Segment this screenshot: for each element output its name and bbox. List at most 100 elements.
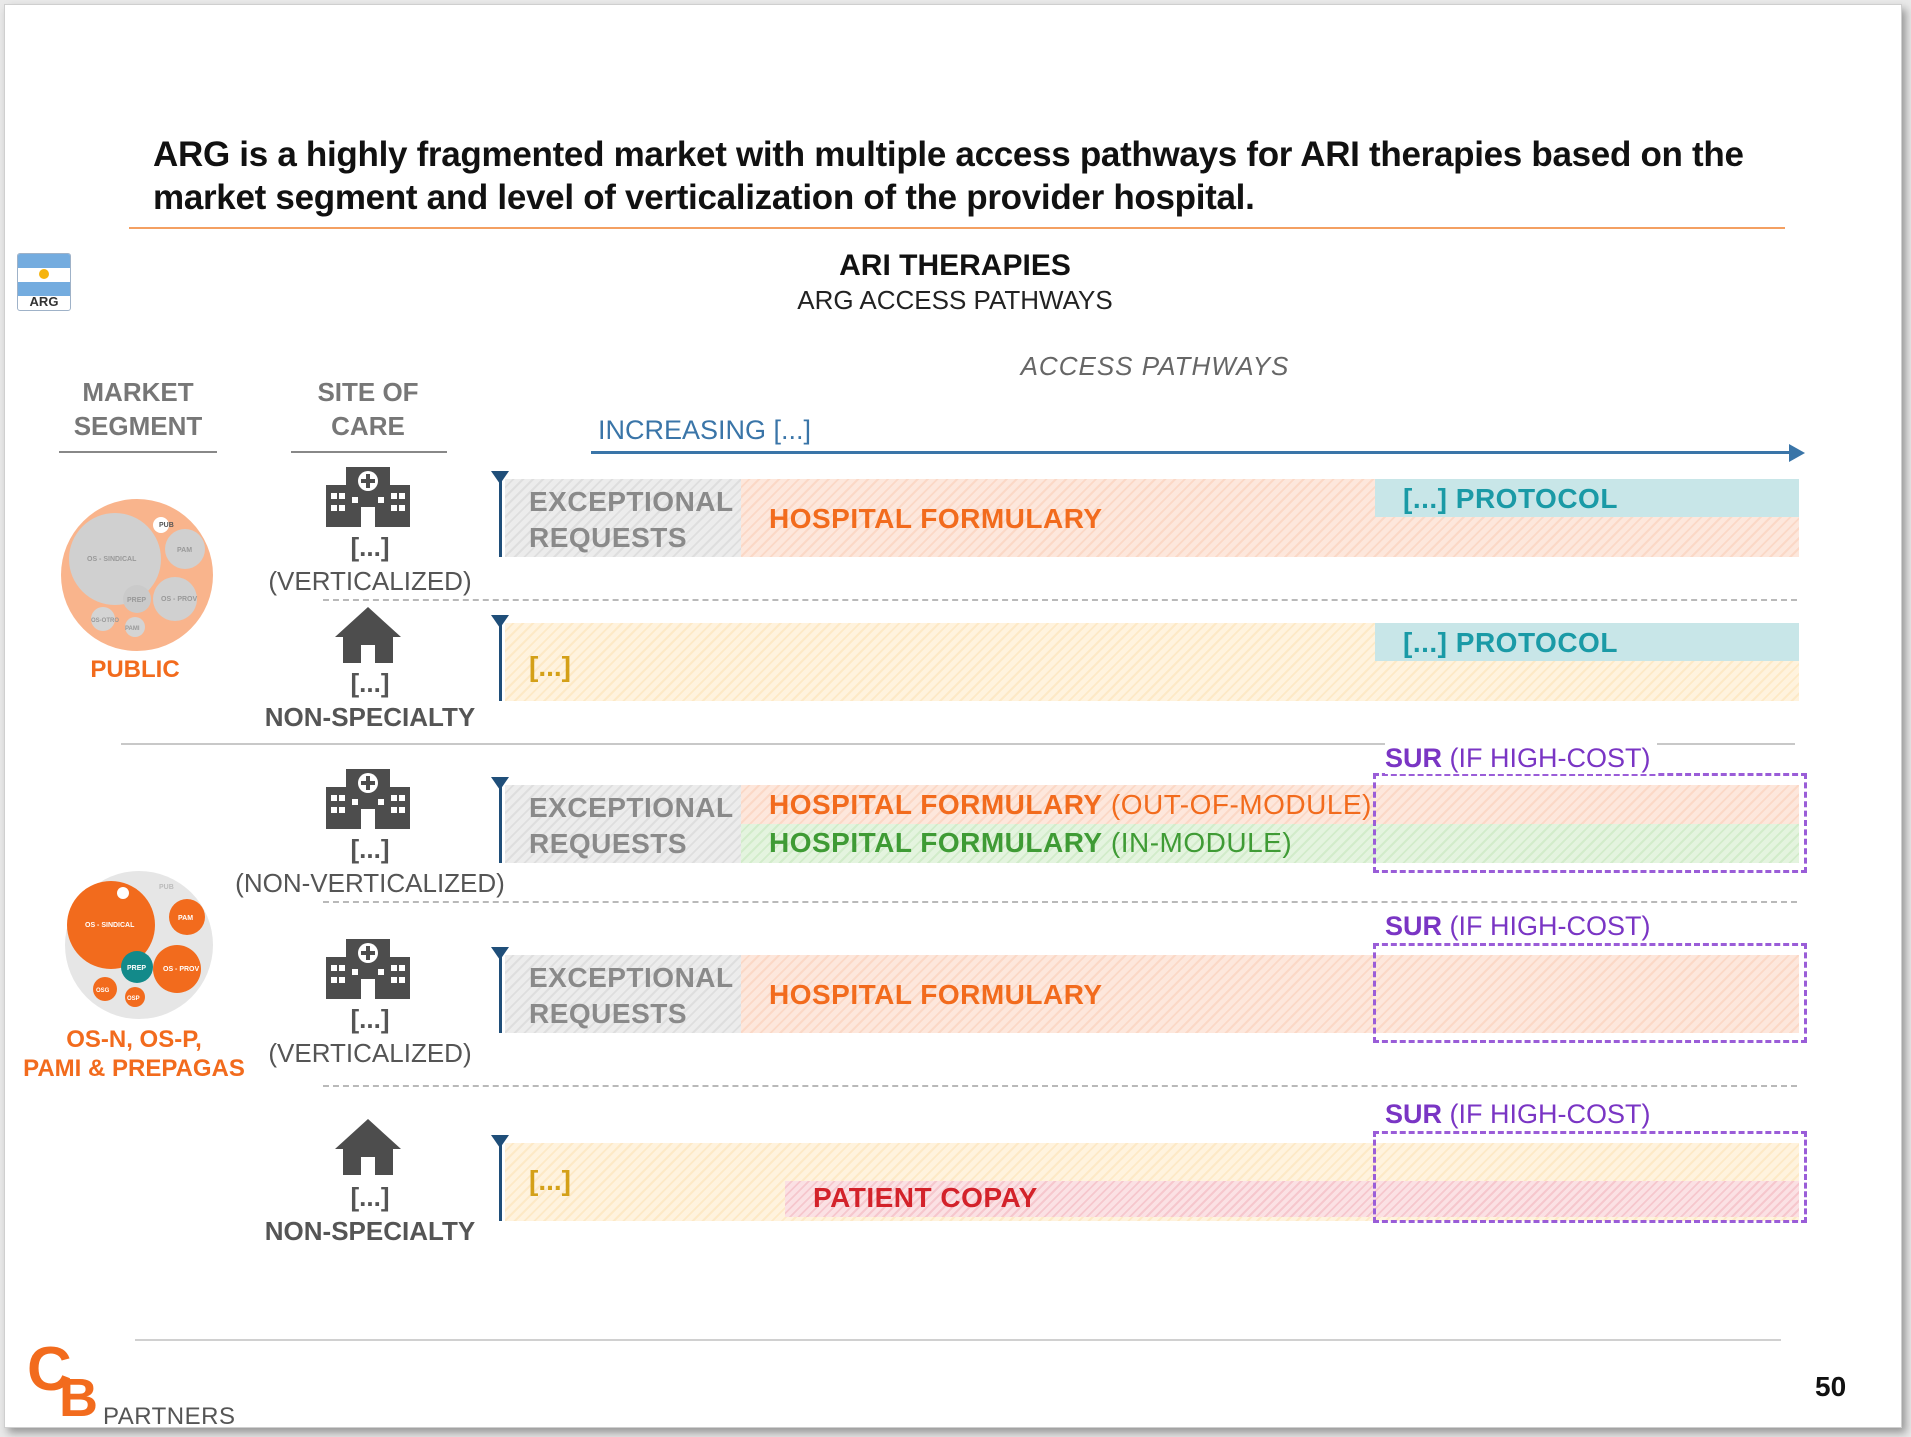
- antenna-top: [491, 471, 509, 484]
- page-number: 50: [1815, 1371, 1847, 1402]
- site-label: (NON-VERTICALIZED): [235, 868, 505, 898]
- house-icon: [335, 607, 401, 663]
- bubble: [121, 951, 153, 983]
- antenna-icon: [499, 951, 502, 1033]
- logo-letter-c: C: [27, 1335, 72, 1404]
- site-label: [...]: [350, 834, 390, 864]
- protocol-band: [1375, 623, 1799, 661]
- ellipsis-label: [...]: [529, 1165, 571, 1196]
- bubble: [153, 517, 169, 533]
- hospital-icon: [326, 769, 410, 829]
- chart-heading: ARI THERAPIES: [839, 249, 1071, 282]
- public-segment-bubbles: PUB OS - SINDICAL PAM OS - PROV PREP OS-…: [61, 499, 213, 651]
- bubble-label: OS-OTRO: [91, 618, 119, 624]
- hospital-icon: [326, 467, 410, 527]
- bubble: [93, 977, 117, 1001]
- bubble: [125, 617, 145, 637]
- antenna-top: [491, 615, 509, 628]
- market-segment-header: MARKET SEGMENT: [73, 377, 203, 441]
- bubble: [67, 881, 155, 969]
- hospital-icon: [326, 939, 410, 999]
- slide: ARG is a highly fragmented market with m…: [4, 4, 1902, 1428]
- bubble: [125, 987, 145, 1007]
- bubble-label: PUB: [159, 522, 174, 529]
- site-label: (VERTICALIZED): [268, 1038, 472, 1068]
- site-label: [...]: [350, 1004, 390, 1034]
- antenna-top: [491, 947, 509, 960]
- chart-subheading: ARG ACCESS PATHWAYS: [797, 285, 1113, 315]
- site-label: [...]: [350, 668, 390, 698]
- exceptional-requests-band: [505, 479, 741, 557]
- bubble: [69, 513, 161, 605]
- bubble-label: OSG: [96, 988, 110, 994]
- site-of-care-header: SITE OF CARE: [317, 377, 419, 441]
- house-icon: [335, 1119, 401, 1175]
- sur-box: [1373, 943, 1807, 1043]
- bubble: [169, 899, 205, 935]
- hospital-formulary-label: HOSPITAL FORMULARY: [769, 979, 1103, 1010]
- antenna-icon: [499, 475, 502, 557]
- sur-box: [1373, 1131, 1807, 1223]
- patient-copay-band: [785, 1181, 1799, 1217]
- title-divider: [129, 227, 1785, 229]
- segment-label-private: OS-N, OS-P,PAMI & PREPAGAS: [23, 1026, 245, 1082]
- arrow-head-icon: [1789, 444, 1805, 462]
- sur-label: SUR (IF HIGH-COST): [1385, 743, 1657, 774]
- row-divider: [323, 1085, 1797, 1087]
- site-label: [...]: [350, 532, 390, 562]
- slide-title: ARG is a highly fragmented market with m…: [153, 135, 1744, 217]
- sur-label: SUR (IF HIGH-COST): [1385, 1099, 1657, 1130]
- bubble: [123, 585, 151, 613]
- antenna-top: [491, 777, 509, 790]
- argentina-flag-icon: ARG: [17, 253, 71, 311]
- row-divider: [323, 599, 1797, 601]
- hospital-formulary-label: HOSPITAL FORMULARY: [769, 503, 1103, 534]
- bubble-label: PAM: [178, 915, 193, 922]
- patient-copay-label: PATIENT COPAY: [813, 1182, 1038, 1213]
- bubble-label: PUB: [159, 884, 174, 891]
- bubble: [165, 529, 205, 569]
- bubble-label: PAM: [177, 547, 192, 554]
- sur-label: SUR (IF HIGH-COST): [1385, 911, 1657, 942]
- hospital-formulary-out-label: HOSPITAL FORMULARY (OUT-OF-MODULE): [769, 789, 1372, 820]
- site-label: NON-SPECIALTY: [264, 1216, 476, 1246]
- antenna-icon: [499, 781, 502, 863]
- hospital-formulary-out-band: [741, 785, 1799, 824]
- bubble: [153, 945, 201, 993]
- bubble-label: PAMI: [125, 626, 140, 632]
- private-segment-bubbles: PUB OS - SINDICAL PAM OS - PROV PREP OSG…: [65, 871, 213, 1019]
- site-of-care-rule: [291, 451, 447, 453]
- flag-label: ARG: [29, 294, 59, 309]
- exceptional-requests-band: [505, 955, 741, 1033]
- site-label: (VERTICALIZED): [268, 566, 472, 596]
- site-label: [...]: [350, 1182, 390, 1212]
- protocol-label: [...] PROTOCOL: [1403, 483, 1618, 514]
- increasing-label: INCREASING [...]: [598, 415, 812, 445]
- market-segment-rule: [59, 451, 217, 453]
- access-pathways-header: ACCESS PATHWAYS: [1020, 351, 1290, 381]
- antenna-top: [491, 1135, 509, 1148]
- bubble-label: PREP: [127, 597, 146, 604]
- bubble-label: OS - SINDICAL: [87, 556, 137, 563]
- protocol-band: [1375, 479, 1799, 517]
- segment-label-public: PUBLIC: [90, 656, 180, 683]
- sur-box: [1373, 773, 1807, 873]
- bubble-label: OSP: [127, 996, 140, 1002]
- protocol-label: [...] PROTOCOL: [1403, 627, 1618, 658]
- antenna-icon: [499, 1139, 502, 1221]
- bubble-label: PREP: [127, 965, 146, 972]
- bubble-label: OS - PROV: [163, 966, 200, 973]
- ellipsis-label: [...]: [529, 651, 571, 682]
- bubble: [117, 887, 129, 899]
- hospital-formulary-band: [741, 955, 1799, 1033]
- logo-partners: PARTNERS: [103, 1403, 236, 1428]
- footer-divider: [135, 1339, 1781, 1341]
- antenna-icon: [499, 619, 502, 701]
- row-divider: [323, 901, 1797, 903]
- bubble: [91, 607, 115, 631]
- bubble-label: OS - SINDICAL: [85, 922, 135, 929]
- bubble-label: OS - PROV: [161, 596, 198, 603]
